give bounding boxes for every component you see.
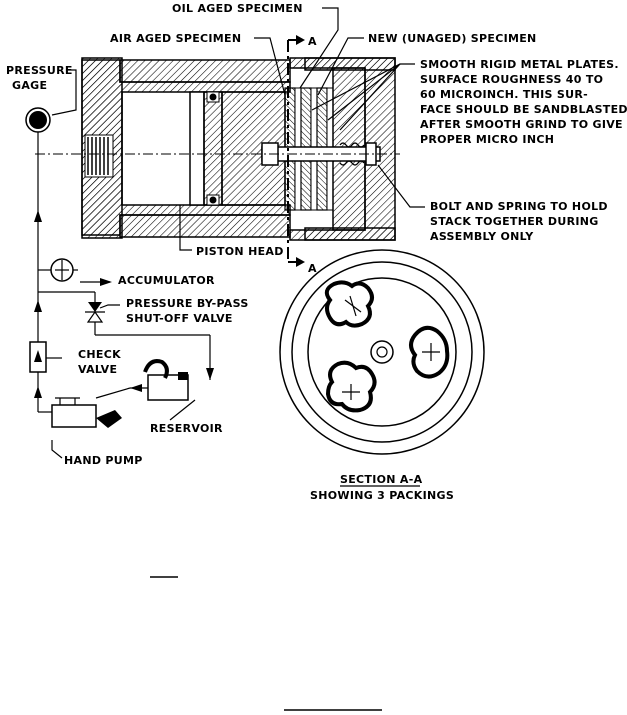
label-check: CHECK — [78, 348, 121, 361]
note-bolt-line3: ASSEMBLY ONLY — [430, 230, 534, 243]
label-pressure: PRESSURE — [6, 64, 73, 77]
label-bypass-2: SHUT-OFF VALVE — [126, 312, 233, 325]
label-accumulator: ACCUMULATOR — [118, 274, 215, 287]
section-subtitle: SHOWING 3 PACKINGS — [310, 489, 454, 502]
note-plates-line2: SURFACE ROUGHNESS 40 TO — [420, 73, 603, 86]
hydraulic-circuit — [25, 107, 214, 459]
label-hand-pump: HAND PUMP — [64, 454, 143, 467]
label-air-aged: AIR AGED SPECIMEN — [110, 32, 241, 45]
label-bypass-1: PRESSURE BY-PASS — [126, 297, 249, 310]
label-gage: GAGE — [12, 79, 47, 92]
section-title: SECTION A-A — [340, 473, 423, 486]
note-plates-line5: AFTER SMOOTH GRIND TO GIVE — [420, 118, 623, 131]
section-mark-top: A — [308, 35, 317, 48]
hand-pump-icon — [51, 404, 97, 428]
section-mark-bottom: A — [308, 262, 317, 275]
label-reservoir: RESERVOIR — [150, 422, 223, 435]
section-a-a-view — [279, 249, 485, 455]
note-plates-line3: 60 MICROINCH. THIS SUR- — [420, 88, 588, 101]
label-valve: VALVE — [78, 363, 117, 376]
note-bolt-line1: BOLT AND SPRING TO HOLD — [430, 200, 608, 213]
label-piston-head: PISTON HEAD — [196, 245, 284, 258]
note-plates-line4: FACE SHOULD BE SANDBLASTED — [420, 103, 627, 116]
note-plates-line1: SMOOTH RIGID METAL PLATES. — [420, 58, 619, 71]
pressure-vessel — [35, 35, 400, 267]
note-plates-line6: PROPER MICRO INCH — [420, 133, 554, 146]
note-bolt-line2: STACK TOGETHER DURING — [430, 215, 599, 228]
label-new-specimen: NEW (UNAGED) SPECIMEN — [368, 32, 537, 45]
label-oil-aged: OIL AGED SPECIMEN — [172, 2, 303, 15]
